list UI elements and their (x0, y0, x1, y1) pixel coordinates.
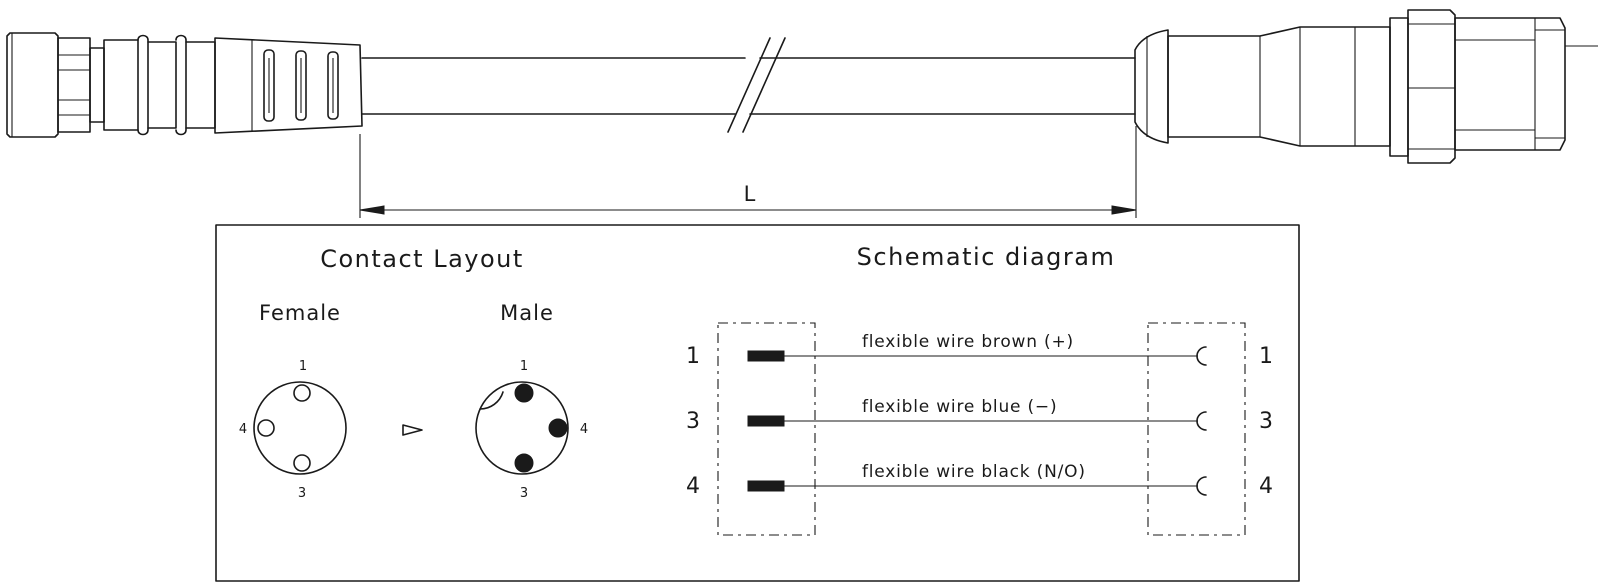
schematic-section: Schematic diagram 1 flexible wire brown … (686, 243, 1273, 536)
female-pin-1 (293, 384, 311, 402)
right-contact-3 (1196, 411, 1207, 431)
male-label: Male (500, 301, 554, 325)
female-pin-label-3: 3 (298, 486, 306, 501)
left-pin-number-3: 3 (686, 409, 700, 434)
male-connector-outline (1134, 9, 1598, 164)
contact-layout-section: Contact Layout Female Male 1 4 3 1 4 3 (239, 245, 588, 501)
female-pin-4 (257, 419, 275, 437)
wire-row-3: 3 flexible wire blue (−) 3 (686, 397, 1273, 434)
male-pin-label-1: 1 (520, 359, 528, 374)
wire-label-3: flexible wire blue (−) (862, 397, 1057, 417)
contact-layout-title: Contact Layout (320, 245, 524, 273)
female-pin-3 (293, 454, 311, 472)
cable-body (361, 37, 1136, 133)
left-contact-1 (747, 350, 785, 362)
female-label: Female (259, 301, 341, 325)
dimension-label: L (744, 182, 757, 206)
male-pin-4 (548, 418, 568, 438)
right-pin-number-4: 4 (1259, 474, 1273, 499)
male-pin-1 (514, 383, 534, 403)
wire-row-4: 4 flexible wire black (N/O) 4 (686, 462, 1273, 499)
male-pin-3 (514, 453, 534, 473)
left-pin-number-4: 4 (686, 474, 700, 499)
schematic-title: Schematic diagram (857, 243, 1116, 271)
wire-row-1: 1 flexible wire brown (+) 1 (686, 332, 1273, 369)
info-box-frame (215, 224, 1300, 582)
right-contact-1 (1196, 346, 1207, 366)
right-pin-number-3: 3 (1259, 409, 1273, 434)
right-connector-box (1147, 322, 1246, 536)
male-pin-label-3: 3 (520, 486, 528, 501)
right-pin-number-1: 1 (1259, 344, 1273, 369)
left-connector-box (717, 322, 816, 536)
right-contact-4 (1196, 476, 1207, 496)
female-pin-label-4: 4 (239, 422, 247, 437)
female-contact-face: 1 4 3 (239, 359, 347, 501)
female-pin-label-1: 1 (299, 359, 307, 374)
male-contact-face: 1 4 3 (475, 359, 588, 501)
male-pin-label-4: 4 (580, 422, 588, 437)
length-dimension: L (359, 126, 1137, 218)
left-contact-4 (747, 480, 785, 492)
left-pin-number-1: 1 (686, 344, 700, 369)
wire-label-1: flexible wire brown (+) (862, 332, 1074, 352)
left-contact-3 (747, 415, 785, 427)
mating-arrow-icon (402, 424, 423, 436)
wire-label-4: flexible wire black (N/O) (862, 462, 1086, 482)
female-connector-outline (6, 32, 363, 138)
